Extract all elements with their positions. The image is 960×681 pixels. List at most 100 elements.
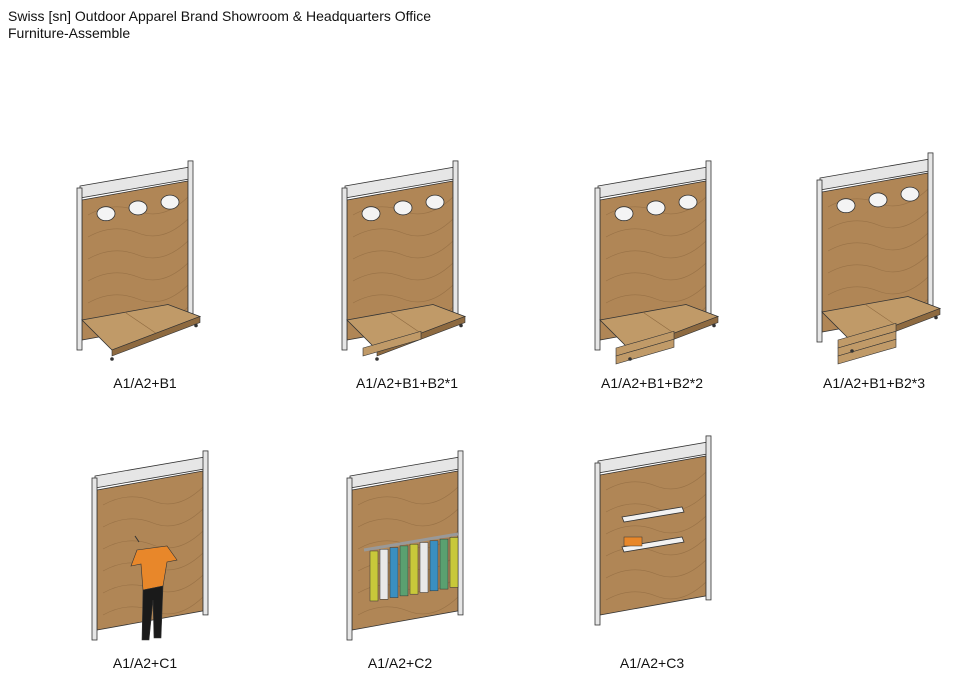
right-post — [457, 450, 464, 616]
wood-grain — [605, 493, 707, 513]
wood-grain — [605, 515, 707, 535]
drawer-box — [362, 330, 422, 357]
wood-grain — [605, 559, 707, 579]
panel-porthole — [646, 200, 666, 216]
wood-grain — [352, 218, 454, 238]
wall-hook — [134, 535, 140, 543]
left-post — [76, 187, 83, 351]
caster — [375, 357, 379, 361]
unit-3-label: A1/A2+B1+B2*2 — [601, 375, 703, 391]
garment-pants — [141, 585, 164, 641]
unit-7-drawing — [594, 435, 712, 626]
bench-seam — [864, 304, 897, 326]
left-post — [91, 477, 98, 641]
panel-porthole — [160, 194, 180, 210]
wood-grain — [605, 240, 707, 260]
left-post — [594, 462, 601, 626]
bench-seam — [389, 312, 422, 334]
wood-grain — [87, 262, 189, 282]
wood-grain — [102, 486, 204, 506]
unit-2-drawing — [341, 160, 467, 361]
wood-grain — [102, 530, 204, 550]
wood-grain — [605, 284, 707, 304]
hanging-shirt — [389, 547, 399, 598]
hanging-shirt — [399, 545, 409, 597]
right-post — [927, 152, 934, 318]
hanging-shirt — [419, 542, 429, 593]
caster — [459, 323, 463, 328]
title-line-2: Furniture-Assemble — [8, 25, 131, 41]
panel-porthole — [361, 206, 381, 222]
panel-porthole — [678, 194, 698, 210]
wood-grain — [352, 240, 454, 260]
wood-grain — [605, 262, 707, 282]
panel-porthole — [425, 194, 445, 210]
wood-grain — [352, 284, 454, 304]
unit-2-label: A1/A2+B1+B2*1 — [356, 375, 458, 391]
unit-4-drawing — [816, 152, 942, 365]
right-post — [187, 160, 194, 326]
unit-6-label: A1/A2+C2 — [367, 655, 433, 671]
wood-grain — [357, 596, 459, 616]
wood-grain — [605, 218, 707, 238]
right-post — [705, 435, 712, 601]
left-post — [346, 477, 353, 641]
wood-grain — [605, 581, 707, 601]
wood-grain — [87, 284, 189, 304]
unit-5-label: A1/A2+C1 — [112, 655, 178, 671]
panel-porthole — [614, 206, 634, 222]
panel-porthole — [393, 200, 413, 216]
wood-grain — [827, 232, 929, 252]
hanging-rail — [363, 532, 459, 552]
unit-1-drawing — [76, 160, 202, 361]
drawer-box — [837, 338, 897, 365]
pegboard-panel — [599, 455, 707, 616]
panel-porthole — [96, 206, 116, 222]
panel-porthole — [836, 198, 856, 214]
hanging-shirt — [369, 550, 379, 602]
unit-5-drawing — [91, 450, 209, 641]
panel-porthole — [128, 200, 148, 216]
shelf-lower — [621, 536, 685, 553]
wood-grain — [357, 508, 459, 528]
title-line-1: Swiss [sn] Outdoor Apparel Brand Showroo… — [8, 8, 432, 24]
right-post — [452, 160, 459, 326]
wood-grain — [87, 218, 189, 238]
right-post — [202, 450, 209, 616]
wood-grain — [87, 240, 189, 260]
wood-grain — [827, 254, 929, 274]
wood-grain — [605, 471, 707, 491]
caster — [712, 323, 716, 328]
hanging-shirt — [429, 540, 439, 592]
left-post — [816, 179, 823, 343]
unit-1-label: A1/A2+B1 — [113, 375, 177, 391]
shelf-upper — [621, 506, 685, 523]
wood-grain — [102, 508, 204, 528]
right-post — [705, 160, 712, 326]
unit-6-drawing — [346, 450, 464, 641]
wood-grain — [827, 276, 929, 296]
caster — [194, 323, 198, 328]
caster — [628, 357, 632, 361]
hanging-shirt — [449, 537, 459, 588]
panel-porthole — [900, 186, 920, 202]
folded-garment — [623, 536, 643, 547]
hanging-shirt — [409, 543, 419, 595]
bench-edge — [111, 316, 201, 357]
bench-seam — [124, 312, 157, 334]
hanging-shirt — [439, 538, 449, 590]
left-post — [341, 187, 348, 351]
wood-grain — [357, 486, 459, 506]
unit-7-label: A1/A2+C3 — [619, 655, 685, 671]
bench-seam — [642, 312, 675, 334]
wood-grain — [605, 537, 707, 557]
caster — [934, 315, 938, 320]
hanging-shirt — [379, 549, 389, 600]
left-post — [594, 187, 601, 351]
drawing-title: Swiss [sn] Outdoor Apparel Brand Showroo… — [8, 8, 431, 42]
panel-porthole — [868, 192, 888, 208]
unit-4-label: A1/A2+B1+B2*3 — [823, 375, 925, 391]
unit-3-drawing — [594, 160, 720, 365]
caster — [110, 357, 114, 361]
wood-grain — [827, 210, 929, 230]
